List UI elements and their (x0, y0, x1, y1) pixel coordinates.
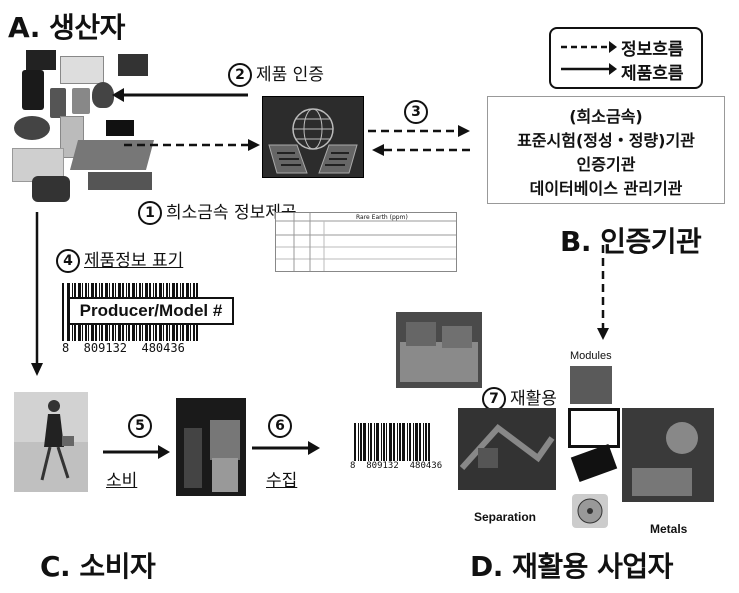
step-4-text: 제품정보 표기 (84, 251, 184, 271)
collected-barcode: 8 809132 480436 (350, 423, 460, 471)
step-6-text: 수집 (266, 471, 298, 491)
step-1-number: 1 (138, 201, 162, 225)
modules-label: Modules (570, 350, 612, 362)
product-barcode: Producer/Model # 8 809132 480436 (62, 283, 238, 355)
step-2-number: 2 (228, 63, 252, 87)
step-7-text: 재활용 (510, 389, 557, 409)
section-cert-title: B. 인증기관 (560, 225, 702, 258)
metals-photo (622, 408, 714, 502)
step-3-label: 3 (404, 100, 432, 124)
cert-line-4: 데이터베이스 관리기관 (529, 179, 683, 198)
separation-label: Separation (474, 510, 537, 524)
hard-disk-photo (572, 494, 608, 528)
certification-box: (희소금속) 표준시험(정성・정량)기관 인증기관 데이터베이스 관리기관 (487, 96, 725, 204)
electronics-collage-icon (8, 48, 158, 206)
table-header: Rare Earth (ppm) (356, 214, 408, 221)
section-producer-title: A. 생산자 (8, 11, 125, 44)
step-5-text: 소비 (106, 471, 138, 491)
step-3-number: 3 (404, 100, 428, 124)
woman-shopping-icon (14, 392, 88, 492)
rare-earth-table: Rare Earth (ppm) (275, 212, 457, 272)
small-barcode-digits: 8 809132 480436 (350, 461, 443, 471)
step-2-text: 제품 인증 (256, 65, 324, 85)
legend-product-label: 제품흐름 (621, 64, 684, 84)
barcode-digits: 8 809132 480436 (62, 341, 238, 355)
cert-line-3: 인증기관 (576, 155, 636, 174)
recycling-photo-icon (396, 312, 482, 388)
legend-arrows-icon (561, 41, 617, 75)
modules-photo (570, 366, 612, 404)
step-5-label: 5 (128, 414, 156, 438)
step-1-text: 희소금속 정보제공 (166, 203, 297, 223)
consumer-usage-photo (176, 398, 246, 496)
barcode-model-label: Producer/Model # (68, 297, 234, 325)
step-5-number: 5 (128, 414, 152, 438)
cert-line-2: 표준시험(정성・정량)기관 (517, 131, 695, 150)
separation-photo (458, 408, 556, 490)
metals-label: Metals (650, 522, 688, 536)
globe-chip-icon (262, 96, 364, 178)
section-consumer-title: C. 소비자 (40, 550, 156, 583)
step-6-label: 6 (268, 414, 296, 438)
step-4-number: 4 (56, 249, 80, 273)
legend-box: 정보흐름 제품흐름 (549, 27, 703, 89)
circuit-board-photo (568, 408, 620, 448)
section-recycler-title: D. 재활용 사업자 (470, 550, 673, 583)
legend-info-label: 정보흐름 (621, 40, 684, 60)
cert-line-1: (희소금속) (569, 107, 643, 126)
step-6-number: 6 (268, 414, 292, 438)
